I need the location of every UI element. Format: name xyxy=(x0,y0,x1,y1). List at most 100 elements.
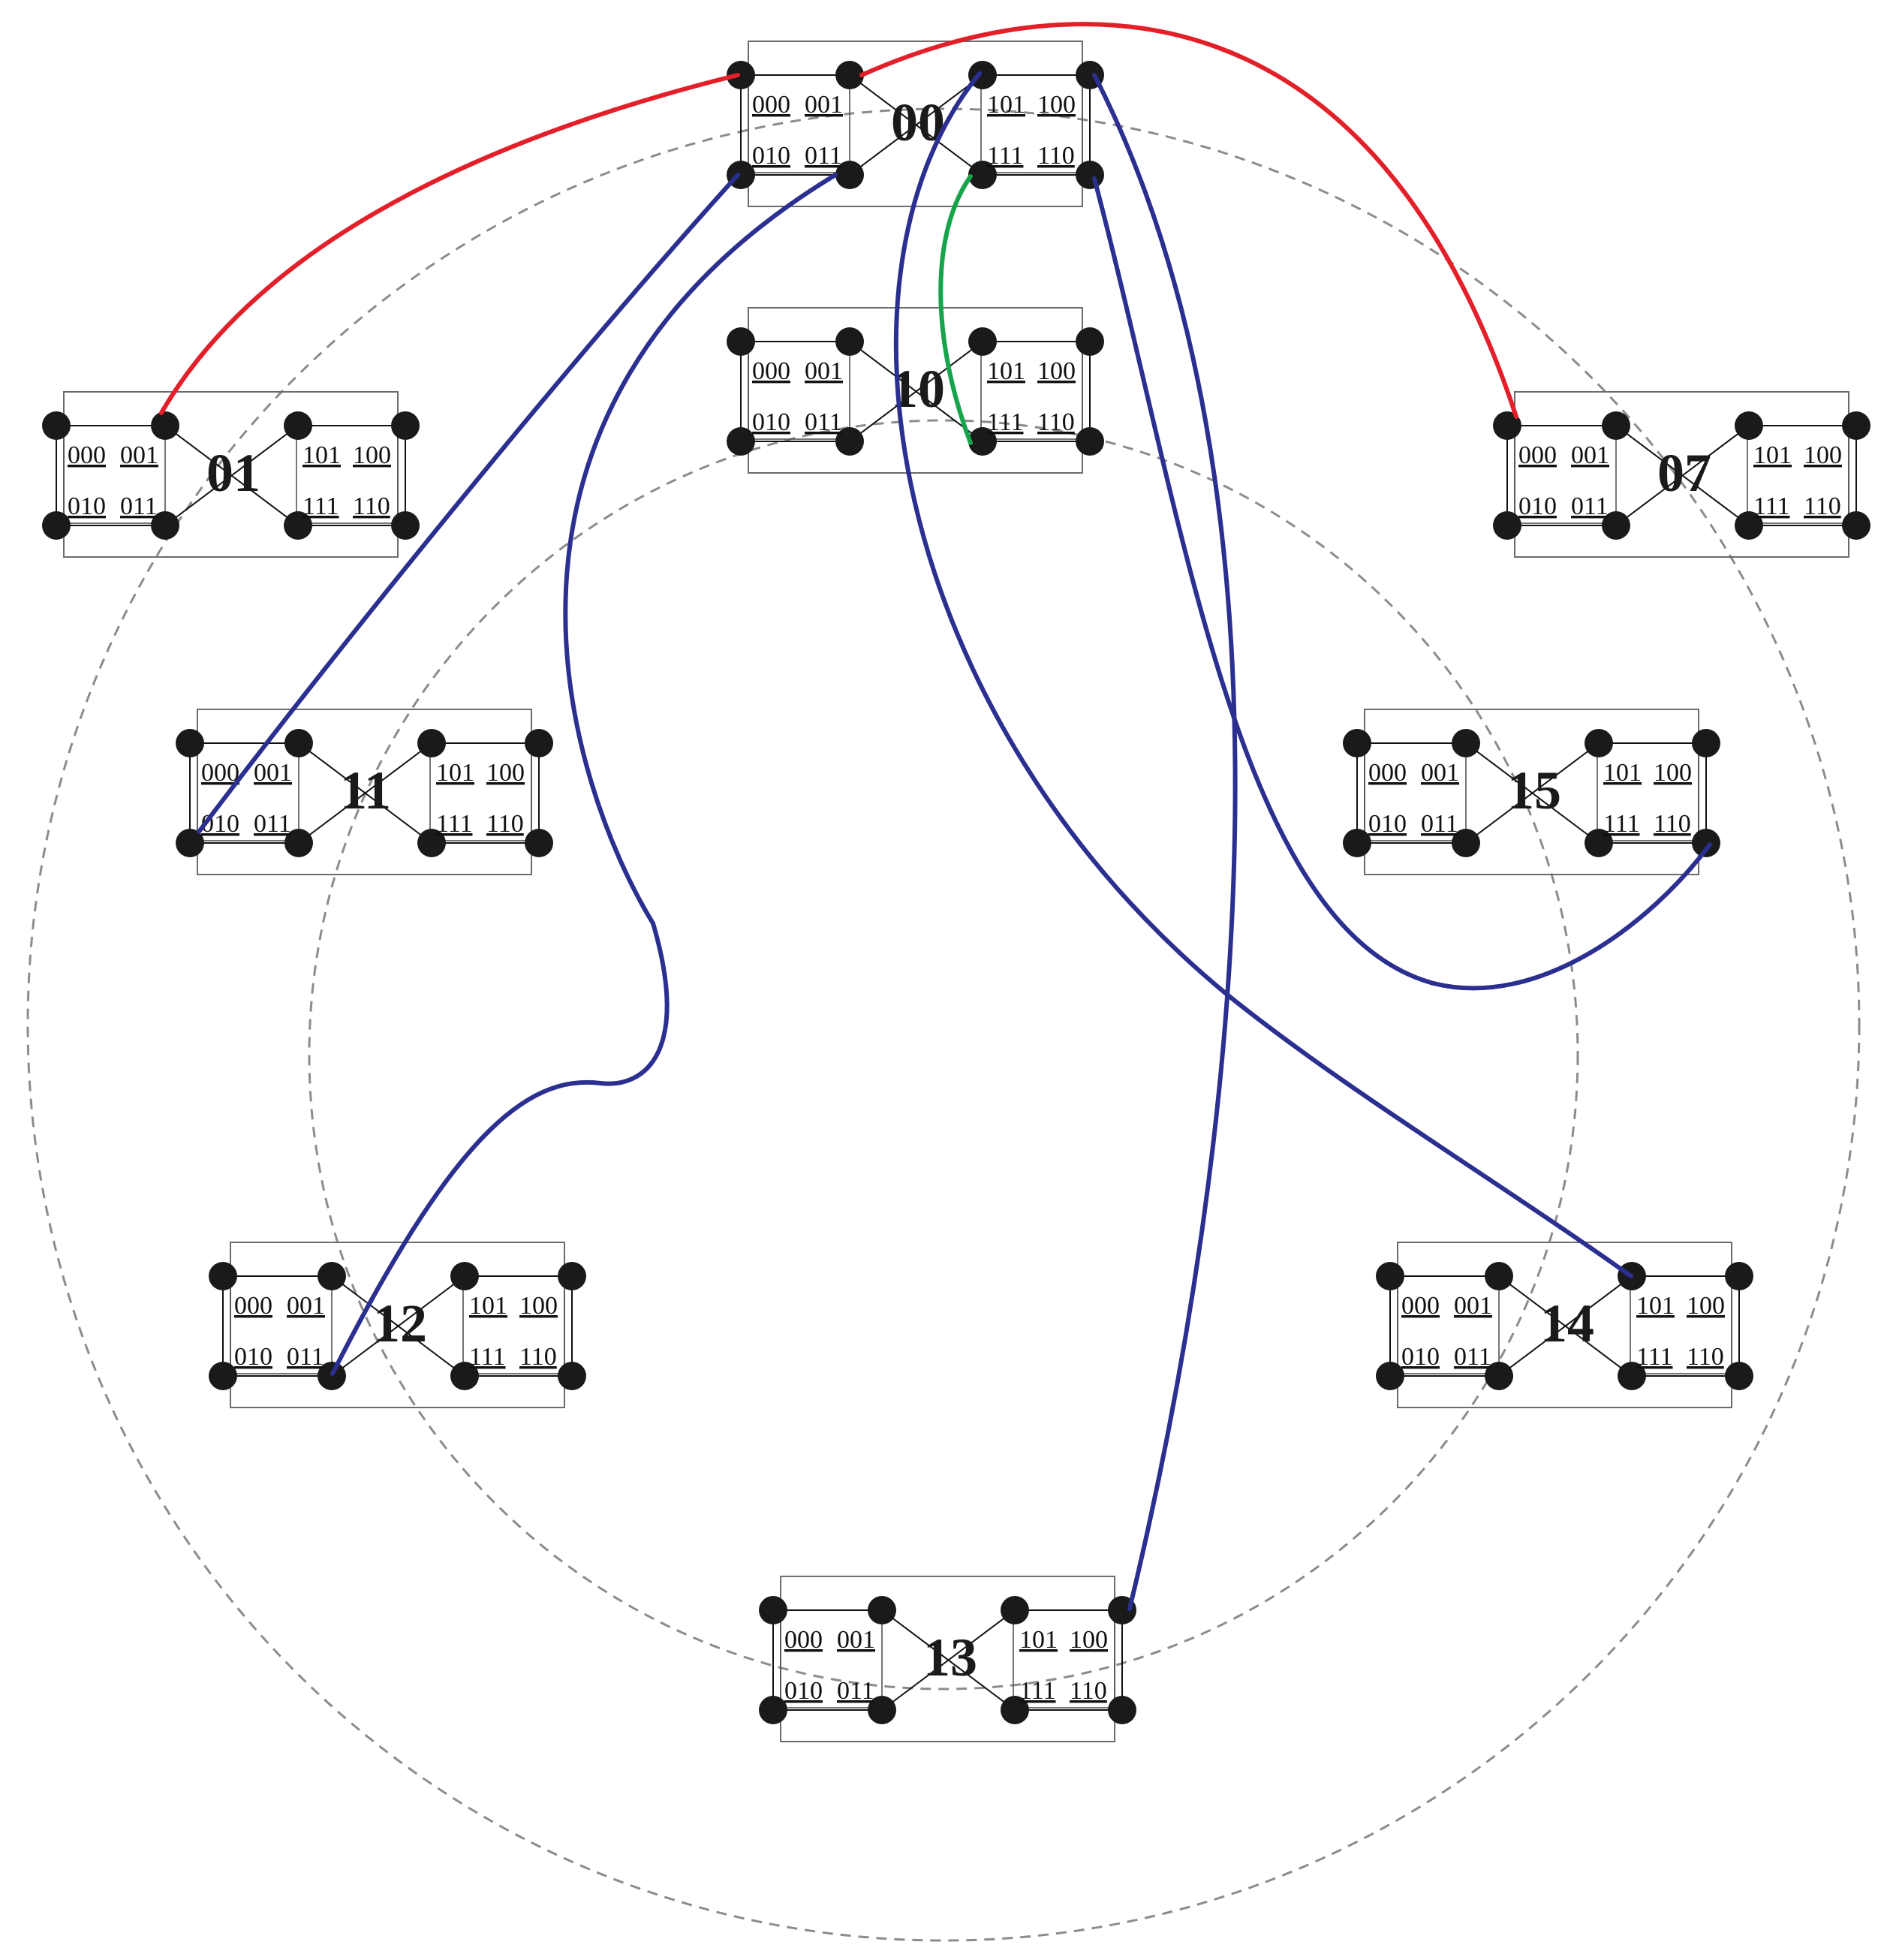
node-dot xyxy=(1493,411,1521,440)
module-label: 01 xyxy=(206,443,260,503)
blue-link-00-13 xyxy=(1092,73,1238,1611)
bit-label: 000 xyxy=(1401,1292,1440,1320)
bit-label: 010 xyxy=(752,408,790,436)
node-dot xyxy=(1585,729,1613,757)
bit-label: 100 xyxy=(1070,1626,1108,1654)
module-wire xyxy=(881,1609,1016,1711)
node-dot xyxy=(450,1262,479,1290)
node-dot xyxy=(1585,829,1613,857)
bit-label: 010 xyxy=(234,1343,272,1371)
dashed-rings xyxy=(26,107,1861,1942)
node-dot xyxy=(868,1596,896,1624)
node-dot xyxy=(1108,1696,1136,1724)
bit-label: 111 xyxy=(987,142,1023,170)
bit-label: 100 xyxy=(1654,759,1692,787)
node-dot xyxy=(1725,1362,1753,1390)
node-dot xyxy=(284,729,313,757)
node-dot xyxy=(1485,1362,1513,1390)
node-dot xyxy=(1692,729,1720,757)
node-dot xyxy=(417,829,446,857)
bit-label: 010 xyxy=(68,492,106,520)
node-dot xyxy=(835,61,864,89)
module-label: 14 xyxy=(1540,1293,1594,1353)
module-wire xyxy=(1498,1275,1633,1377)
bit-label: 101 xyxy=(302,441,341,469)
bit-label: 110 xyxy=(353,492,390,520)
bit-label: 000 xyxy=(752,357,790,385)
bit-label: 100 xyxy=(1037,91,1076,119)
bit-label: 001 xyxy=(805,91,843,119)
node-dot xyxy=(1076,161,1104,189)
node-dot xyxy=(1485,1262,1513,1290)
bit-label: 101 xyxy=(1636,1292,1675,1320)
bit-label: 110 xyxy=(1037,408,1075,436)
bit-label: 101 xyxy=(1603,759,1642,787)
node-dot xyxy=(1376,1362,1404,1390)
bit-label: 111 xyxy=(436,810,472,838)
module-wire xyxy=(1465,742,1600,844)
node-dot xyxy=(1692,829,1720,857)
node-dot xyxy=(835,427,864,456)
module-wire xyxy=(1615,425,1750,526)
node-dot xyxy=(318,1262,346,1290)
bit-label: 110 xyxy=(1037,142,1075,170)
red-link-00-01 xyxy=(159,73,740,415)
node-dot xyxy=(1076,427,1104,456)
bit-label: 001 xyxy=(837,1626,875,1654)
bit-label: 100 xyxy=(1804,441,1842,469)
bit-label: 011 xyxy=(1421,810,1458,838)
bit-label: 011 xyxy=(805,408,842,436)
bit-label: 101 xyxy=(987,357,1025,385)
bit-label: 011 xyxy=(120,492,158,520)
module-label: 13 xyxy=(923,1627,977,1688)
module-label: 15 xyxy=(1507,760,1561,820)
node-dot xyxy=(284,511,312,540)
node-dot xyxy=(1452,829,1480,857)
node-dot xyxy=(1842,411,1870,440)
bit-label: 010 xyxy=(752,142,790,170)
node-dot xyxy=(968,327,997,356)
node-dot xyxy=(759,1696,787,1724)
bit-label: 010 xyxy=(1518,492,1557,520)
bit-label: 101 xyxy=(436,759,474,787)
module-label: 11 xyxy=(340,760,391,820)
node-dot xyxy=(759,1596,787,1624)
node-dot xyxy=(176,729,204,757)
bit-label: 000 xyxy=(68,441,106,469)
bit-label: 001 xyxy=(1454,1292,1492,1320)
node-dot xyxy=(868,1696,896,1724)
bit-label: 110 xyxy=(1070,1677,1107,1705)
node-dot xyxy=(727,61,755,89)
node-dot xyxy=(391,411,420,440)
node-dot xyxy=(284,411,312,440)
bit-label: 101 xyxy=(1019,1626,1058,1654)
node-dot xyxy=(209,1362,237,1390)
bit-label: 011 xyxy=(1454,1343,1491,1371)
bit-label: 000 xyxy=(1518,441,1557,469)
bit-label: 010 xyxy=(784,1677,823,1705)
node-dot xyxy=(1001,1696,1029,1724)
node-dot xyxy=(727,327,755,356)
node-dot xyxy=(1001,1596,1029,1624)
node-dot xyxy=(151,411,179,440)
blue-link-00-15 xyxy=(1092,176,1712,991)
node-dot xyxy=(42,511,71,540)
node-dot xyxy=(318,1362,346,1390)
module-label: 12 xyxy=(373,1293,427,1353)
bit-label: 001 xyxy=(120,441,158,469)
outer-dashed-ring xyxy=(26,107,1861,1942)
node-dot xyxy=(391,511,420,540)
blue-link-00-11 xyxy=(197,173,740,834)
node-dot xyxy=(1452,729,1480,757)
bit-label: 011 xyxy=(1571,492,1609,520)
bit-label: 111 xyxy=(1603,810,1639,838)
node-dot xyxy=(176,829,204,857)
bit-label: 110 xyxy=(1687,1343,1724,1371)
